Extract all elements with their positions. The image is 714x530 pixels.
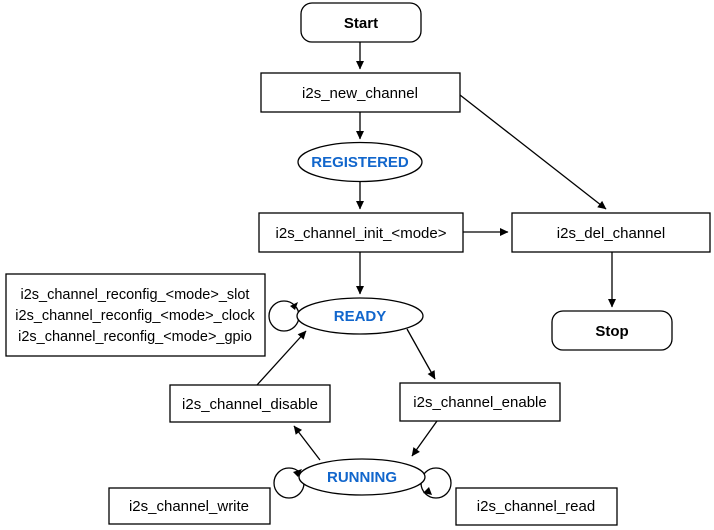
- ready-self-loop: [268, 300, 300, 332]
- registered-label: REGISTERED: [311, 154, 409, 171]
- reconfig-gpio-label: i2s_channel_reconfig_<mode>_gpio: [18, 329, 252, 345]
- node-start: Start: [300, 2, 422, 43]
- node-stop: Stop: [551, 310, 673, 351]
- edge-running-to-disable: [293, 425, 321, 461]
- i2s-channel-enable-label: i2s_channel_enable: [413, 394, 546, 411]
- node-i2s-del-channel: i2s_del_channel: [511, 212, 711, 253]
- node-registered-state: REGISTERED: [297, 141, 423, 183]
- i2s-new-channel-label: i2s_new_channel: [302, 85, 418, 102]
- edge-disable-to-ready: [256, 330, 307, 386]
- i2s-channel-read-label: i2s_channel_read: [477, 498, 595, 515]
- stop-label: Stop: [595, 323, 628, 340]
- node-reconfig-functions: i2s_channel_reconfig_<mode>_slot i2s_cha…: [5, 273, 266, 357]
- edge-enable-to-running: [411, 420, 438, 457]
- node-ready-state: READY: [296, 297, 424, 335]
- node-i2s-channel-read: i2s_channel_read: [455, 487, 618, 526]
- node-running-state: RUNNING: [298, 458, 426, 496]
- i2s-channel-write-label: i2s_channel_write: [129, 498, 249, 515]
- edge-new-channel-to-del-channel: [459, 94, 607, 210]
- node-i2s-new-channel: i2s_new_channel: [260, 72, 461, 113]
- edge-ready-to-enable: [406, 328, 436, 380]
- node-i2s-channel-enable: i2s_channel_enable: [399, 382, 561, 422]
- running-self-loop-right: [420, 467, 452, 499]
- node-i2s-channel-init: i2s_channel_init_<mode>: [258, 212, 464, 253]
- reconfig-clock-label: i2s_channel_reconfig_<mode>_clock: [15, 308, 255, 324]
- node-i2s-channel-disable: i2s_channel_disable: [169, 384, 331, 423]
- i2s-del-channel-label: i2s_del_channel: [557, 225, 665, 242]
- i2s-channel-init-label: i2s_channel_init_<mode>: [276, 225, 447, 242]
- i2s-channel-disable-label: i2s_channel_disable: [182, 396, 318, 413]
- start-label: Start: [344, 15, 378, 32]
- reconfig-slot-label: i2s_channel_reconfig_<mode>_slot: [21, 287, 250, 303]
- ready-label: READY: [334, 308, 387, 325]
- running-label: RUNNING: [327, 469, 397, 486]
- node-i2s-channel-write: i2s_channel_write: [108, 487, 271, 525]
- running-self-loop-left: [273, 467, 305, 499]
